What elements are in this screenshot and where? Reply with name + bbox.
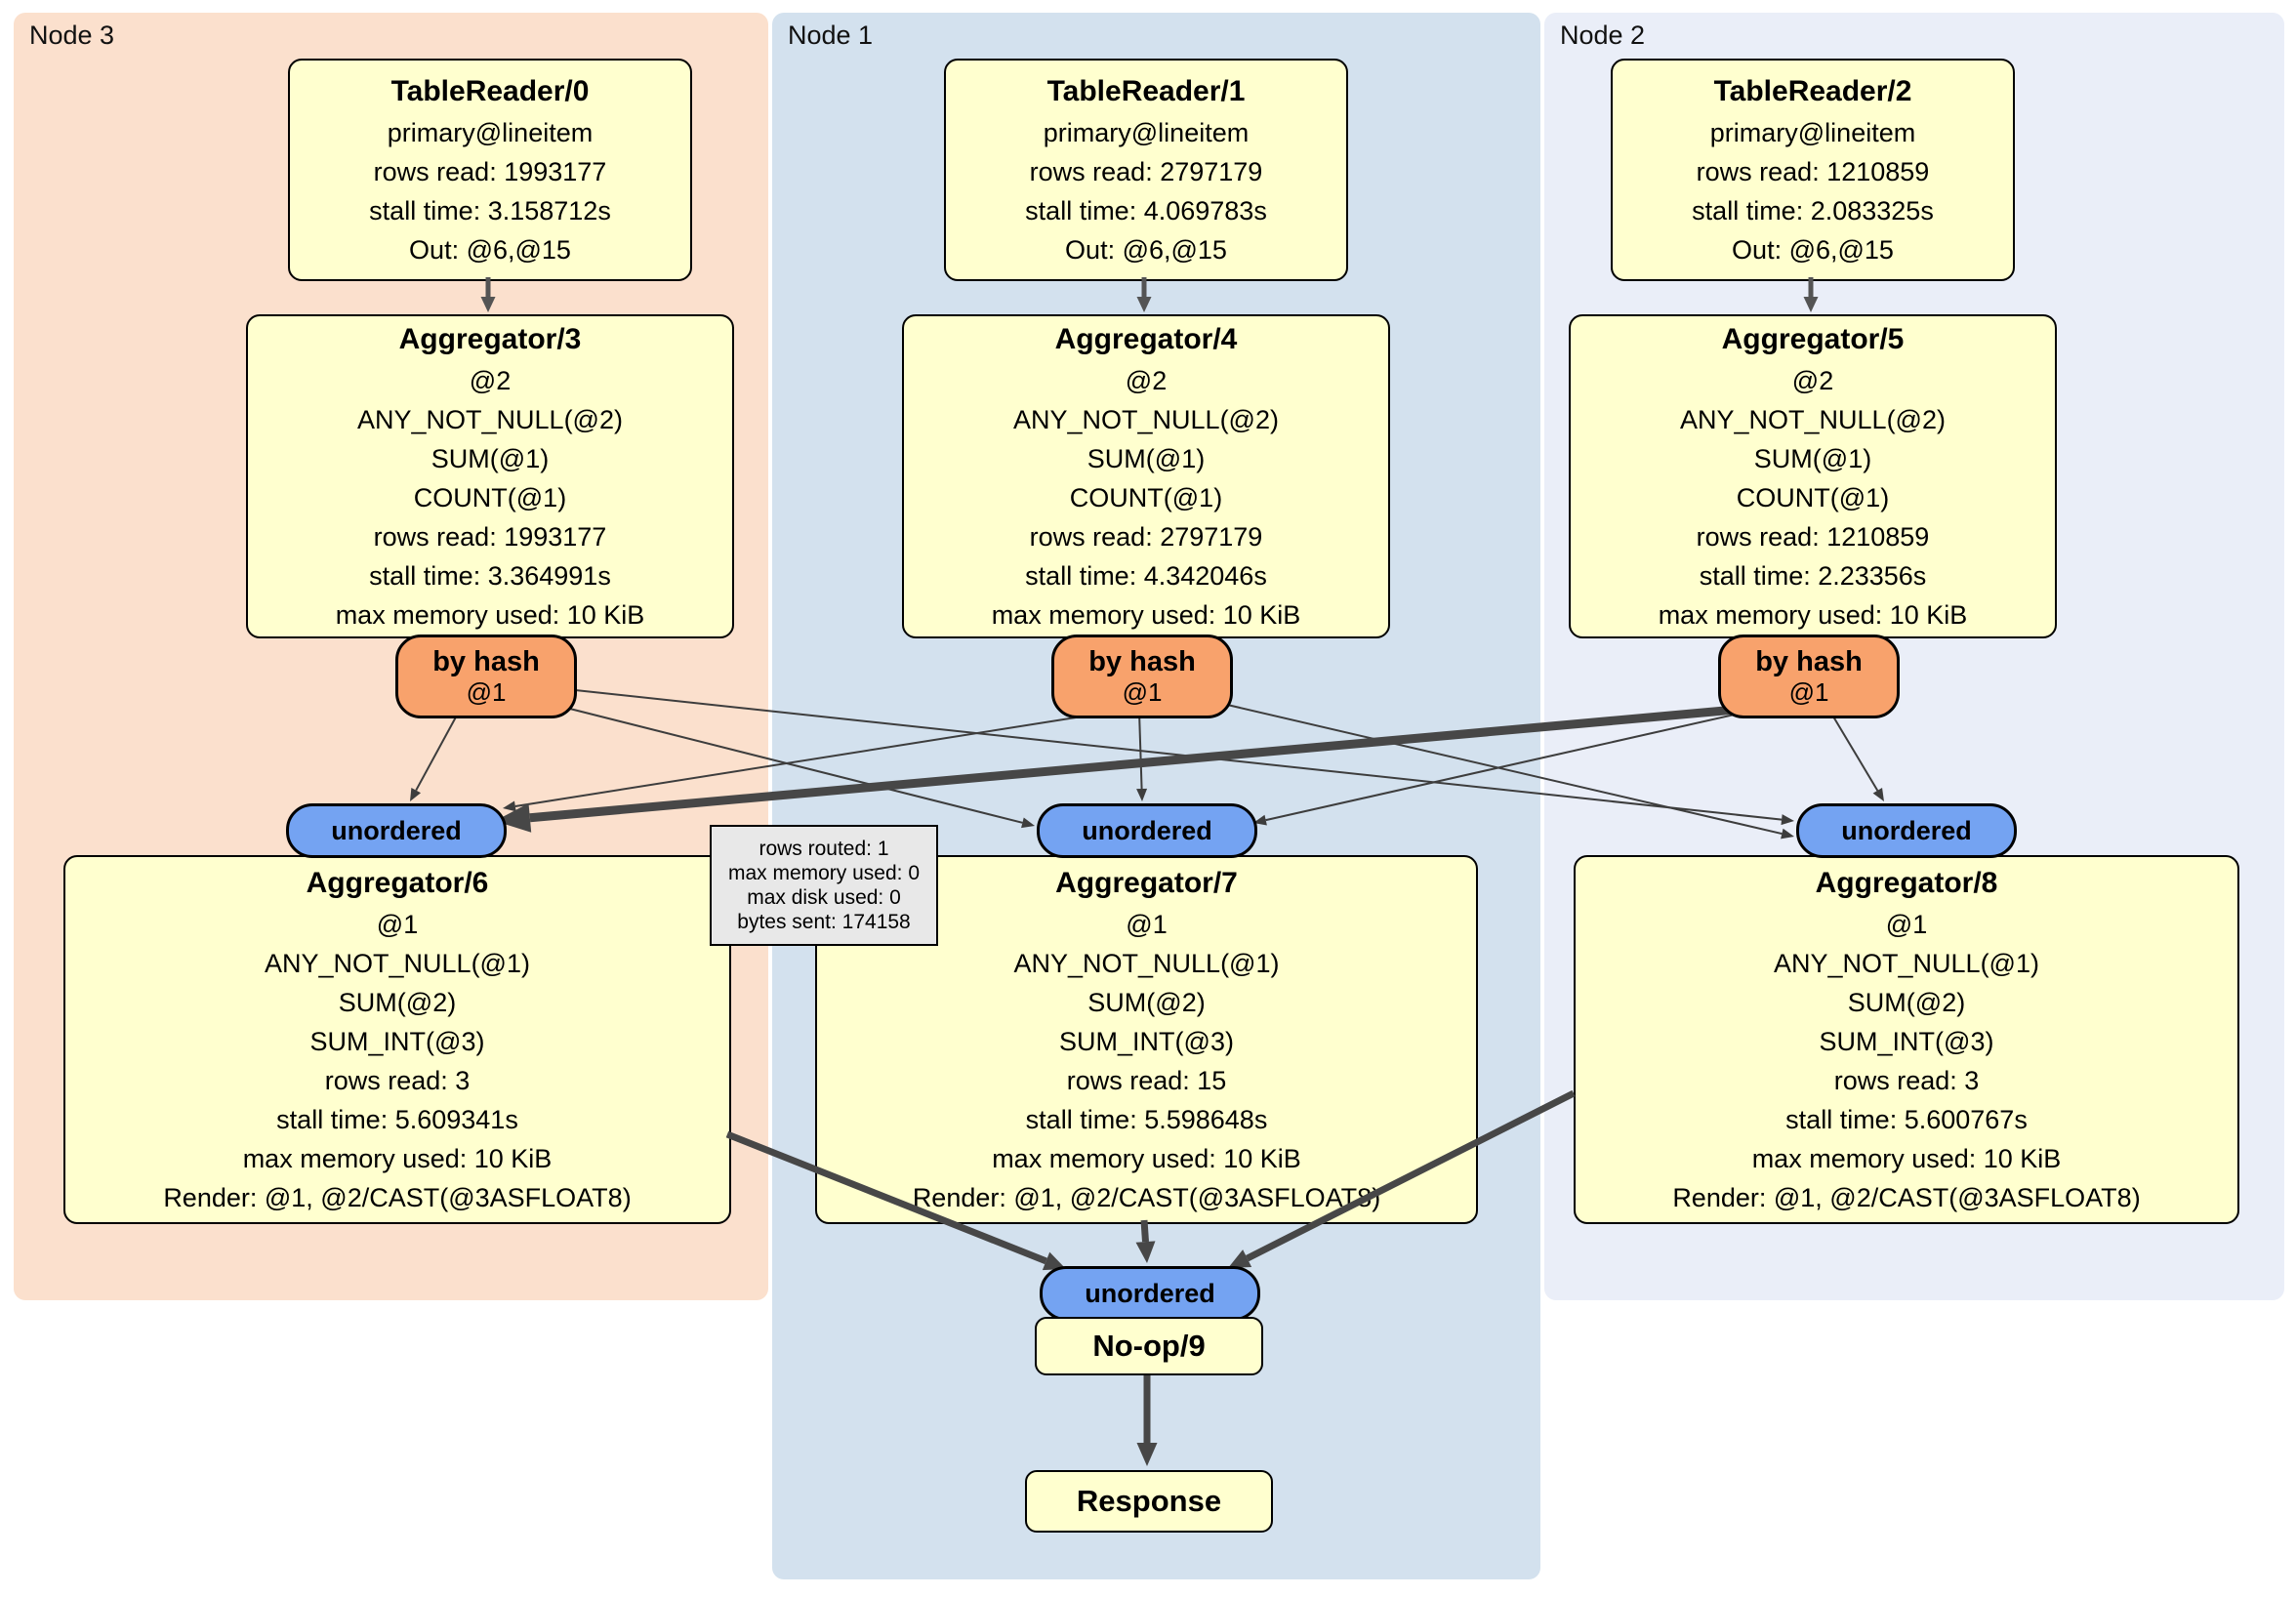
router-label: by hash	[1755, 646, 1863, 677]
node-aggregator-4[interactable]: Aggregator/4 @2 ANY_NOT_NULL(@2) SUM(@1)…	[902, 314, 1390, 638]
router-key: @1	[1122, 677, 1163, 707]
node-title: TableReader/2	[1713, 75, 1912, 107]
stream-unordered-1[interactable]: unordered	[286, 803, 507, 858]
node-response[interactable]: Response	[1025, 1470, 1273, 1533]
stream-unordered-final[interactable]: unordered	[1040, 1266, 1260, 1321]
node-title: TableReader/1	[1046, 75, 1246, 107]
node-aggregator-6[interactable]: Aggregator/6 @1 ANY_NOT_NULL(@1) SUM(@2)…	[63, 855, 731, 1224]
node-aggregator-8[interactable]: Aggregator/8 @1 ANY_NOT_NULL(@1) SUM(@2)…	[1574, 855, 2239, 1224]
node-title: Aggregator/8	[1815, 867, 1998, 899]
router-key: @1	[466, 677, 507, 707]
panel-node1-label: Node 1	[788, 20, 874, 50]
node-tablereader-0[interactable]: TableReader/0 primary@lineitem rows read…	[288, 59, 692, 281]
router-label: by hash	[1088, 646, 1196, 677]
node-aggregator-5[interactable]: Aggregator/5 @2 ANY_NOT_NULL(@2) SUM(@1)…	[1569, 314, 2057, 638]
node-title: Aggregator/3	[398, 323, 582, 355]
router-by-hash-3[interactable]: by hash @1	[1718, 635, 1900, 718]
panel-node3-label: Node 3	[29, 20, 115, 50]
node-title: Aggregator/4	[1054, 323, 1238, 355]
router-label: by hash	[432, 646, 540, 677]
router-key: @1	[1788, 677, 1829, 707]
node-title: Aggregator/6	[306, 867, 489, 899]
node-tablereader-2[interactable]: TableReader/2 primary@lineitem rows read…	[1611, 59, 2015, 281]
router-by-hash-1[interactable]: by hash @1	[395, 635, 577, 718]
node-title: Aggregator/5	[1721, 323, 1905, 355]
node-title: TableReader/0	[390, 75, 590, 107]
node-tablereader-1[interactable]: TableReader/1 primary@lineitem rows read…	[944, 59, 1348, 281]
panel-node2-label: Node 2	[1560, 20, 1646, 50]
node-title: Aggregator/7	[1055, 867, 1238, 899]
edge-tooltip: rows routed: 1 max memory used: 0 max di…	[710, 825, 938, 946]
router-by-hash-2[interactable]: by hash @1	[1051, 635, 1233, 718]
stream-unordered-2[interactable]: unordered	[1037, 803, 1257, 858]
stream-unordered-3[interactable]: unordered	[1796, 803, 2017, 858]
node-noop-9[interactable]: No-op/9	[1035, 1317, 1263, 1375]
node-aggregator-3[interactable]: Aggregator/3 @2 ANY_NOT_NULL(@2) SUM(@1)…	[246, 314, 734, 638]
